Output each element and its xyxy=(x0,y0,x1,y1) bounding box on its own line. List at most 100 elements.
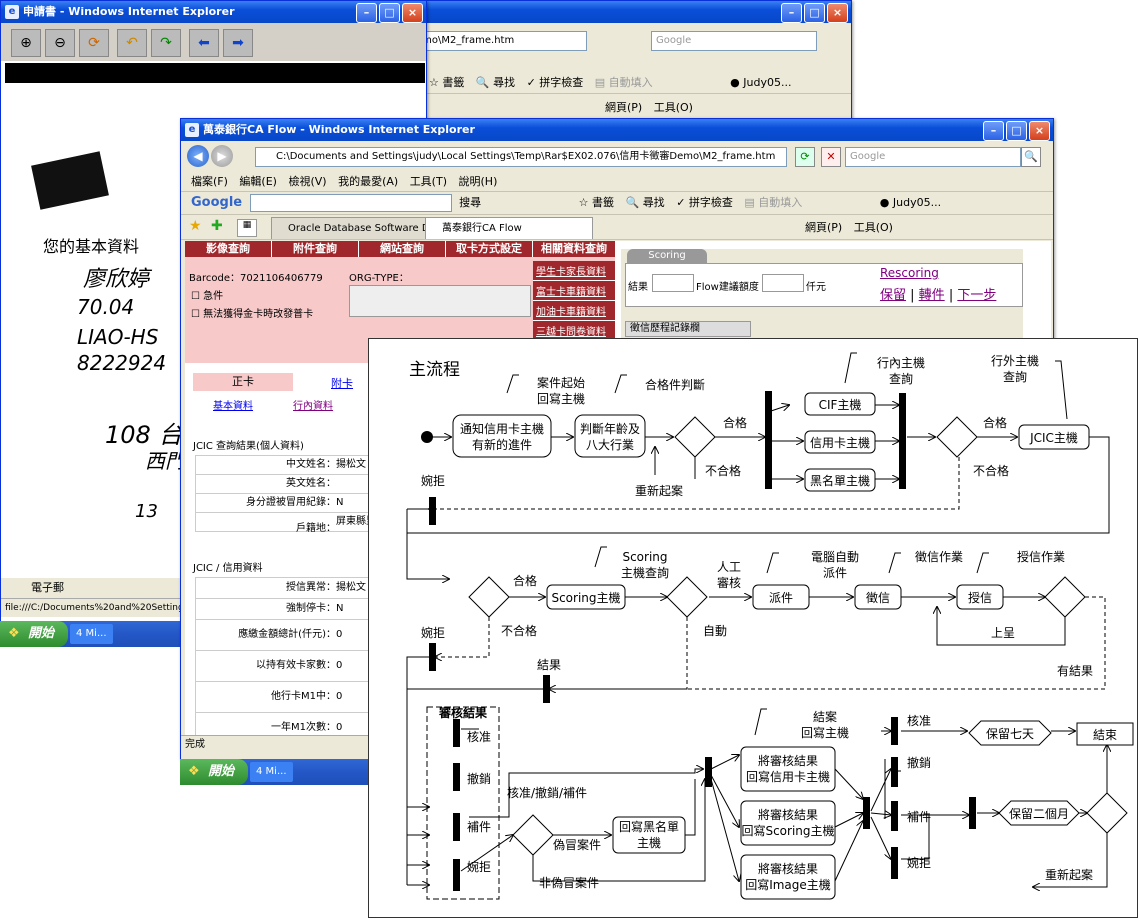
keep-link[interactable]: 保留 xyxy=(880,288,907,303)
table-row: 授信異常：揚松文 xyxy=(196,578,376,599)
tab-list-icon[interactable]: ▦ xyxy=(237,219,257,237)
menu-favorites[interactable]: 我的最愛(A) xyxy=(338,175,399,188)
refresh-icon[interactable]: ⟳ xyxy=(795,147,815,167)
menu-help[interactable]: 說明(H) xyxy=(458,175,498,188)
zoom-out-icon[interactable]: ⊖ xyxy=(45,29,75,57)
user-button[interactable]: ● Judy05... xyxy=(879,196,942,209)
minimize-icon[interactable]: – xyxy=(781,3,802,23)
maximize-icon[interactable]: □ xyxy=(379,3,400,23)
transfer-link[interactable]: 轉件 xyxy=(918,288,945,303)
org-type-box[interactable] xyxy=(349,285,531,317)
autofill-button[interactable]: ▤ 自動填入 xyxy=(744,196,803,209)
tools-menu[interactable]: 工具(O) xyxy=(653,101,693,114)
result-input[interactable] xyxy=(652,274,694,292)
jcic-personal-title: JCIC 查詢結果(個人資料) xyxy=(193,441,304,452)
user-button[interactable]: ● Judy05... xyxy=(730,76,792,89)
main-ie-titlebar[interactable]: e 萬泰銀行CA Flow - Windows Internet Explore… xyxy=(181,119,1053,141)
flow-amount-input[interactable] xyxy=(762,274,804,292)
close-icon[interactable]: × xyxy=(402,3,423,23)
menu-view[interactable]: 檢視(V) xyxy=(288,175,327,188)
nav-attachment-query[interactable]: 附件查詢 xyxy=(272,241,359,257)
tab-oracle[interactable]: Oracle Database Software Do... xyxy=(271,217,439,239)
back-icon[interactable]: ◀ xyxy=(187,145,209,167)
nav-related-query[interactable]: 相關資料查詢 xyxy=(533,241,616,257)
rotate-left-icon[interactable]: ↶ xyxy=(117,29,147,57)
search-icon[interactable]: 🔍 xyxy=(1021,147,1041,167)
rotate-right-icon[interactable]: ↷ xyxy=(151,29,181,57)
diagram-canvas: 主流程 通知信用卡主機 有新的進件 判斷年齡及 八大行業 CIF主機 信用卡主機… xyxy=(406,352,1134,900)
side-link-fuji[interactable]: 富士卡車籍資料 xyxy=(533,281,615,301)
google-search-input[interactable] xyxy=(249,194,452,212)
search-input[interactable]: Google xyxy=(845,147,1021,167)
find-button[interactable]: 🔍 尋找 xyxy=(625,196,665,209)
tab-ca-flow[interactable]: 萬泰銀行CA Flow xyxy=(425,217,593,239)
close-icon[interactable]: × xyxy=(827,3,848,23)
background-command-bar: 網頁(P) 工具(O) xyxy=(401,97,851,120)
find-button[interactable]: 🔍 尋找 xyxy=(475,76,516,89)
maximize-icon[interactable]: □ xyxy=(1006,121,1027,141)
add-favorite-icon[interactable]: ✚ xyxy=(211,218,223,234)
doc-handwriting: 西門 xyxy=(145,449,185,473)
bookmark-button[interactable]: ☆ 書籤 xyxy=(429,76,465,89)
address-bar[interactable]: C:\Documents and Settings\judy\Local Set… xyxy=(255,147,787,167)
prev-page-icon[interactable]: ⬅ xyxy=(189,29,219,57)
menu-file[interactable]: 檔案(F) xyxy=(191,175,228,188)
minimize-icon[interactable]: – xyxy=(983,121,1004,141)
minimize-icon[interactable]: – xyxy=(356,3,377,23)
background-address-bar[interactable]: emo\M2_frame.htm xyxy=(411,31,587,51)
nav-website-query[interactable]: 網站查詢 xyxy=(359,241,446,257)
stop-icon[interactable]: ✕ xyxy=(821,147,841,167)
label-pass: 合格 xyxy=(983,415,1007,430)
scoring-panel: 結果 Flow建議額度 仟元 Rescoring 保留 | 轉件 | 下一步 xyxy=(625,263,1023,307)
spellcheck-button[interactable]: ✓ 拼字檢查 xyxy=(526,76,584,89)
card-tab-main[interactable]: 正卡 xyxy=(193,373,293,391)
gold-card-checkbox[interactable]: ☐ 無法獲得金卡時改發普卡 xyxy=(191,309,314,320)
forward-icon[interactable]: ▶ xyxy=(211,145,233,167)
sub-tab-basic[interactable]: 基本資料 xyxy=(213,401,253,412)
google-search-button[interactable]: 搜尋 xyxy=(459,196,482,209)
table-row: 他行卡M1中：0 xyxy=(196,682,376,713)
keep7-node xyxy=(968,720,1052,746)
application-form-titlebar[interactable]: e 申請書 - Windows Internet Explorer –□× xyxy=(1,1,426,23)
label-decline: 婉拒 xyxy=(467,859,491,874)
start-button[interactable]: 開始 xyxy=(0,621,69,647)
rescoring-link[interactable]: Rescoring xyxy=(880,266,939,280)
spellcheck-button[interactable]: ✓ 拼字檢查 xyxy=(676,196,733,209)
favorites-star-icon[interactable]: ★ xyxy=(189,218,202,234)
autofill-button[interactable]: ▤ 自動填入 xyxy=(594,76,653,89)
card-tab-attached[interactable]: 附卡 xyxy=(331,377,353,390)
side-link-fuel[interactable]: 加油卡車籍資料 xyxy=(533,301,615,321)
page-menu[interactable]: 網頁(P) xyxy=(605,101,643,114)
close-icon[interactable]: × xyxy=(1029,121,1050,141)
sub-tab-internal[interactable]: 行內資料 xyxy=(293,401,333,412)
search-placeholder: Google xyxy=(656,35,692,46)
nav-image-query[interactable]: 影像查詢 xyxy=(185,241,272,257)
maximize-icon[interactable]: □ xyxy=(804,3,825,23)
tools-menu[interactable]: 工具(O) xyxy=(853,221,893,234)
label-approve-right: 核准 xyxy=(907,714,931,728)
supplement-bar-right xyxy=(891,801,898,831)
page-menu[interactable]: 網頁(P) xyxy=(805,221,843,234)
start-node xyxy=(421,431,433,443)
background-search-input[interactable]: Google xyxy=(651,31,817,51)
label-reopen-bottom: 重新起案 xyxy=(1045,867,1093,882)
taskbar-item[interactable]: 4 Mi... xyxy=(250,762,293,782)
menu-tools[interactable]: 工具(T) xyxy=(409,175,447,188)
start-button[interactable]: 開始 xyxy=(180,759,249,785)
bookmark-button[interactable]: ☆ 書籤 xyxy=(578,196,614,209)
next-step-link[interactable]: 下一步 xyxy=(957,288,997,303)
doc-handwriting: LIAO-HS xyxy=(77,325,159,349)
urgent-checkbox[interactable]: ☐ 急件 xyxy=(191,291,224,302)
zoom-in-icon[interactable]: ⊕ xyxy=(11,29,41,57)
next-page-icon[interactable]: ➡ xyxy=(223,29,253,57)
credit-history-tab[interactable]: 徵信歷程記錄欄 xyxy=(625,321,751,337)
background-ie-titlebar[interactable]: –□× xyxy=(401,1,851,23)
write-scoring-line2: 回寫Scoring主機 xyxy=(741,823,834,838)
side-link-student[interactable]: 學生卡家長資料 xyxy=(533,261,615,281)
taskbar-item[interactable]: 4 Mi... xyxy=(70,624,113,644)
menu-edit[interactable]: 編輯(E) xyxy=(239,175,277,188)
scoring-tab[interactable]: Scoring xyxy=(627,249,707,263)
nav-pickup-setting[interactable]: 取卡方式設定 xyxy=(446,241,533,257)
decision-diamond xyxy=(674,416,716,458)
refresh-icon[interactable]: ⟳ xyxy=(79,29,109,57)
